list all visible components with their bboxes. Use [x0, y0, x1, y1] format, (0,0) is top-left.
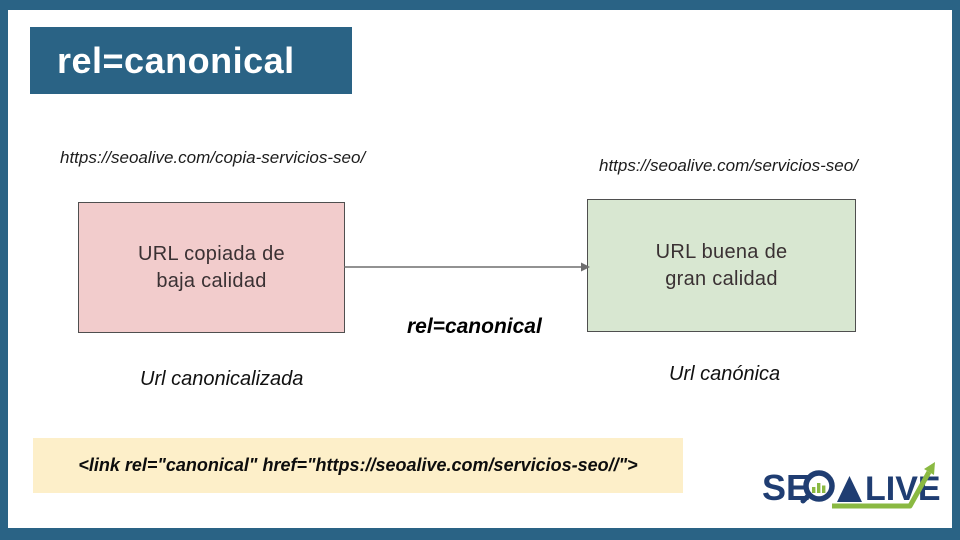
- copied-url-caption: Url canonicalizada: [140, 368, 304, 390]
- copied-url-box-line1: URL copiada de: [138, 242, 285, 265]
- triangle-letter-a: [837, 476, 862, 502]
- seoalive-logo: SE LIVE: [762, 460, 942, 512]
- canonical-url-text: https://seoalive.com/servicios-seo/: [599, 156, 858, 175]
- copied-url-box-line2: baja calidad: [156, 269, 267, 292]
- canonical-url-box-line2: gran calidad: [665, 267, 778, 290]
- copied-url-text: https://seoalive.com/copia-servicios-seo…: [60, 148, 366, 167]
- growth-arrow-icon: [832, 462, 935, 509]
- canonical-url-box-line1: URL buena de: [655, 240, 788, 263]
- code-snippet-text: <link rel="canonical" href="https://seoa…: [78, 455, 638, 475]
- magnifier-bar-chart-icon: [800, 470, 835, 504]
- copied-url-box: URL copiada de baja calidad: [78, 202, 345, 333]
- page-title: rel=canonical: [30, 27, 352, 94]
- canonical-url-caption: Url canónica: [669, 363, 781, 385]
- arrow-label: rel=canonical: [407, 315, 542, 338]
- code-snippet-box: <link rel="canonical" href="https://seoa…: [33, 438, 683, 493]
- canonical-arrow-icon: [344, 262, 590, 272]
- canonical-url-box: URL buena de gran calidad: [587, 199, 856, 332]
